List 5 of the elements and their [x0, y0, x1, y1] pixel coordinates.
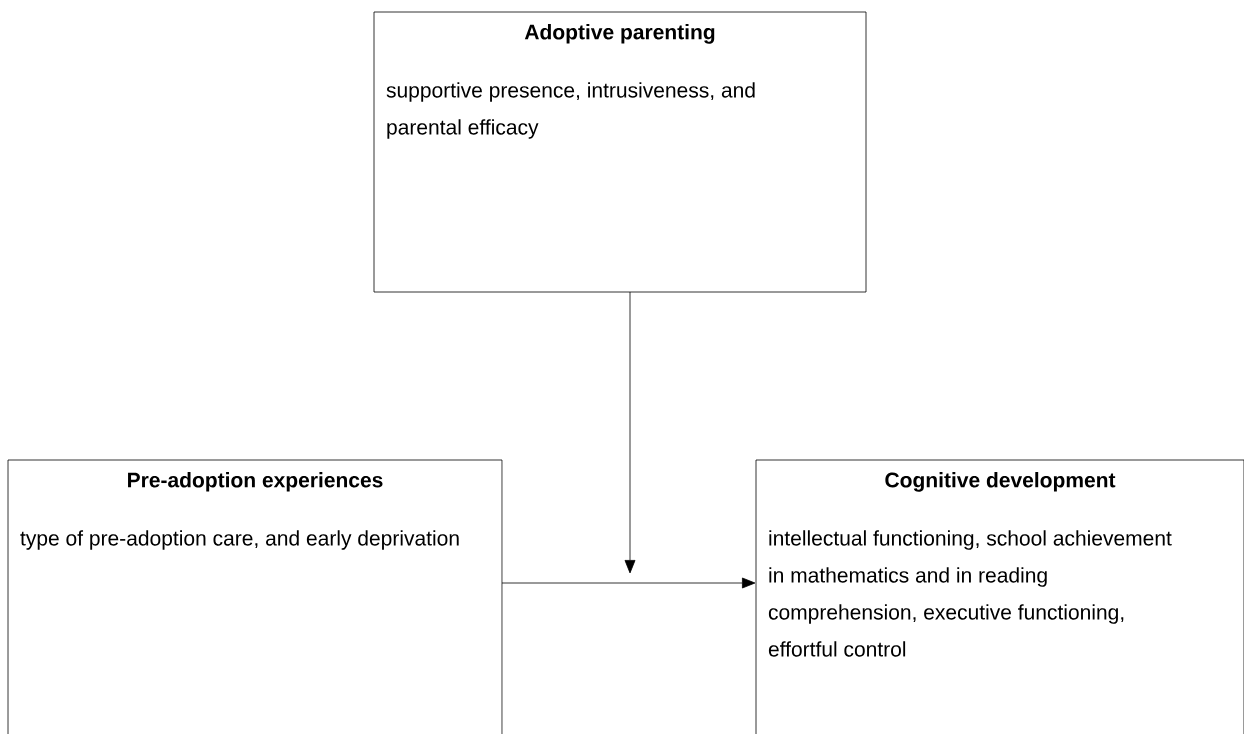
- arrow: [624, 291, 636, 574]
- arrow: [501, 577, 756, 589]
- text-box: Adoptive parenting supportive presence, intrusiveness, and parental efficacy: [373, 11, 867, 293]
- text-box: Cognitive development intellectual functioning, school achievement in mathematics and in reading comprehension, executive functioning, effortful control: [755, 459, 1244, 734]
- text-box: Pre-adoption experiences type of pre-adoption care, and early deprivation: [7, 459, 503, 734]
